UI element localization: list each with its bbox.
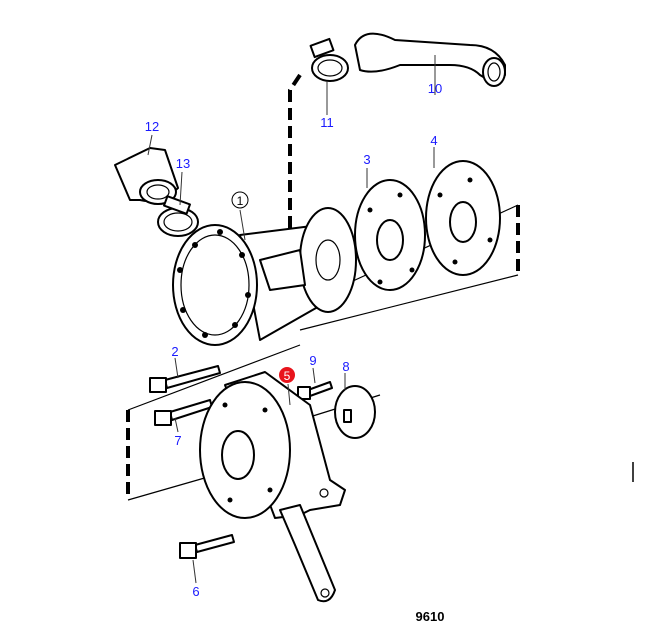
callout-13: 13 (176, 156, 190, 171)
part-clamp (157, 195, 199, 237)
part-flange-plate (425, 160, 501, 276)
part-bolt (179, 534, 235, 559)
part-pump-bracket (199, 371, 346, 603)
callout-2: 2 (171, 344, 178, 359)
part-bolt (154, 399, 213, 426)
callout-10: 10 (428, 81, 442, 96)
callout-11: 11 (320, 115, 334, 130)
callout-4: 4 (430, 133, 437, 148)
callout-5-highlight (279, 367, 295, 383)
figure-number: 9610 (416, 609, 445, 624)
callout-7: 7 (174, 433, 181, 448)
part-bolt (149, 365, 221, 393)
callout-1: 1 (237, 194, 244, 208)
callout-labels: 12 13 1 3 4 11 10 2 5 9 8 7 6 (145, 81, 442, 599)
part-gasket (354, 179, 426, 291)
callout-12: 12 (145, 119, 159, 134)
part-screw (297, 381, 333, 400)
callout-8: 8 (342, 359, 349, 374)
callout-1-circle (231, 191, 249, 209)
callout-leaders (147, 55, 436, 584)
part-lock-plate (334, 385, 376, 439)
callout-6: 6 (192, 584, 199, 599)
part-hose (354, 32, 506, 87)
part-hose-elbow (114, 147, 179, 205)
callout-3: 3 (363, 152, 370, 167)
callout-5: 5 (284, 369, 291, 383)
callout-9: 9 (309, 353, 316, 368)
part-hose-clamp (309, 37, 349, 82)
part-sea-water-pump (172, 207, 357, 346)
